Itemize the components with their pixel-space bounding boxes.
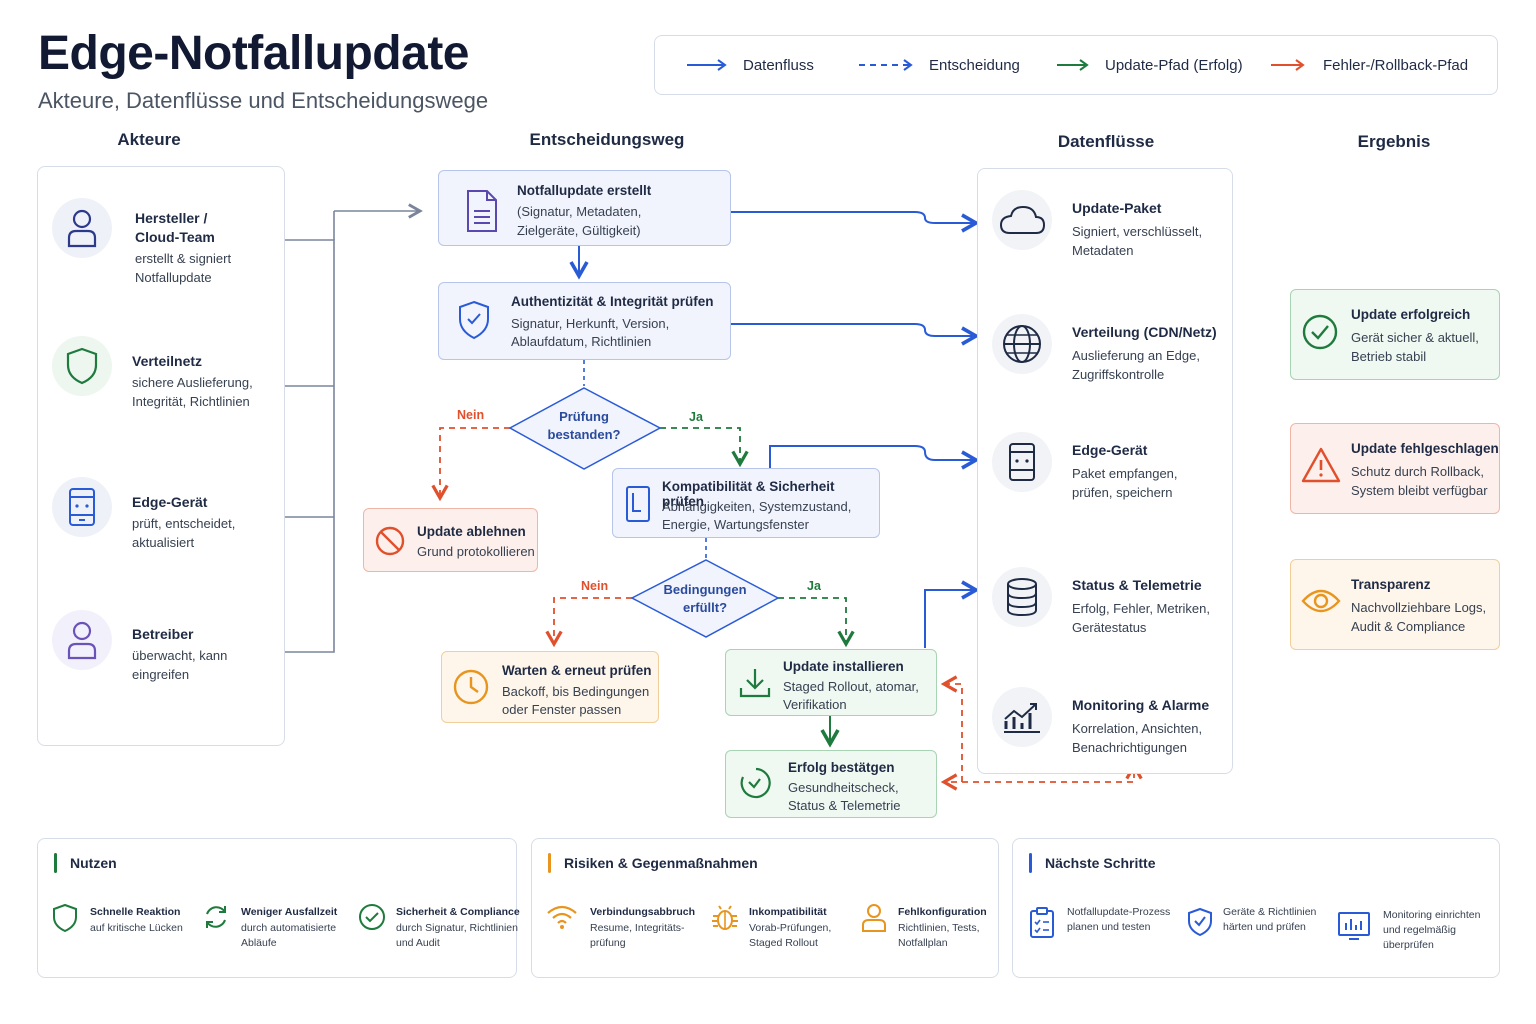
bug-icon bbox=[712, 905, 738, 930]
legend: Datenfluss Entscheidung Update-Pfad (Erf… bbox=[654, 35, 1498, 95]
arrow-dashed-blue-icon bbox=[859, 59, 913, 71]
step-install-update: Update installieren Staged Rollout, atom… bbox=[725, 649, 937, 716]
legend-label: Datenfluss bbox=[743, 56, 814, 74]
gauge-check-icon bbox=[740, 767, 771, 799]
column-heading-dataflows: Datenflüsse bbox=[1057, 132, 1155, 151]
globe-icon bbox=[992, 314, 1052, 374]
legend-item-dataflow: Datenfluss bbox=[685, 36, 814, 94]
page-subtitle: Akteure, Datenflüsse und Entscheidungswe… bbox=[38, 88, 489, 113]
refresh-icon bbox=[206, 906, 226, 928]
column-heading-actors: Akteure bbox=[117, 130, 181, 149]
shield-check-icon bbox=[459, 300, 489, 340]
operator-icon bbox=[52, 610, 112, 670]
clipboard-icon bbox=[1030, 907, 1054, 938]
cloud-icon bbox=[992, 190, 1052, 250]
monitor-chart-icon bbox=[1338, 912, 1370, 940]
arrow-solid-red-icon bbox=[1271, 59, 1305, 71]
next-steps-card: Nächste Schritte Notfallupdate-Prozess p… bbox=[1012, 838, 1500, 978]
check-circle-icon bbox=[1302, 314, 1338, 350]
legend-item-rollback: Fehler-/Rollback-Pfad bbox=[1269, 36, 1468, 94]
download-icon bbox=[739, 669, 771, 698]
shield-icon bbox=[53, 903, 77, 933]
arrow-solid-blue-icon bbox=[687, 59, 727, 71]
label-yes: Ja bbox=[807, 579, 821, 593]
database-icon bbox=[992, 567, 1052, 627]
warning-icon bbox=[1301, 447, 1341, 483]
legend-item-decision: Entscheidung bbox=[857, 36, 1020, 94]
wifi-icon bbox=[547, 905, 577, 929]
step-authenticity-check: Authentizität & Integrität prüfen Signat… bbox=[438, 282, 731, 360]
edge-device-icon bbox=[992, 432, 1052, 492]
result-success: Update erfolgreich Gerät sicher & aktuel… bbox=[1290, 289, 1500, 380]
shield-icon bbox=[52, 336, 112, 396]
step-reject-update: Update ablehnen Grund protokollieren bbox=[363, 508, 538, 572]
legend-item-success: Update-Pfad (Erfolg) bbox=[1055, 36, 1243, 94]
decision-conditions-met: Bedingungen erfüllt? bbox=[663, 582, 747, 615]
device-frame-icon bbox=[626, 486, 650, 522]
user-icon bbox=[862, 904, 886, 932]
user-icon bbox=[52, 198, 112, 258]
step-confirm-success: Erfolg bestätgen Gesundheitscheck, Statu… bbox=[725, 750, 937, 818]
label-no: Nein bbox=[457, 408, 485, 422]
benefits-card: Nutzen Schnelle Reaktion auf kritische L… bbox=[37, 838, 520, 978]
chart-icon bbox=[992, 687, 1052, 747]
shield-check-icon bbox=[1188, 907, 1212, 937]
document-icon bbox=[467, 190, 497, 232]
page-title: Edge-Notfallupdate bbox=[38, 27, 470, 80]
step-compatibility-check: Kompatibilität & Sicherheit prüfen Abhän… bbox=[612, 468, 880, 538]
step-update-created: Notfallupdate erstellt (Signatur, Metada… bbox=[438, 170, 731, 246]
check-circle-icon bbox=[359, 904, 385, 930]
legend-label: Update-Pfad (Erfolg) bbox=[1105, 56, 1243, 74]
legend-label: Fehler-/Rollback-Pfad bbox=[1323, 56, 1469, 74]
prohibited-icon bbox=[375, 526, 405, 556]
result-failed: Update fehlgeschlagen Schutz durch Rollb… bbox=[1290, 423, 1500, 514]
label-yes: Ja bbox=[689, 410, 703, 424]
eye-icon bbox=[1301, 589, 1341, 613]
label-no: Nein bbox=[581, 579, 609, 593]
risks-card: Risiken & Gegenmaßnahmen Verbindungsabbr… bbox=[531, 838, 999, 978]
column-heading-result: Ergebnis bbox=[1357, 132, 1431, 151]
column-heading-decision: Entscheidungsweg bbox=[529, 130, 685, 149]
result-transparency: Transparenz Nachvollziehbare Logs, Audit… bbox=[1290, 559, 1500, 650]
decision-check-passed: Prüfung bestanden? bbox=[547, 409, 621, 442]
legend-label: Entscheidung bbox=[929, 56, 1020, 74]
step-wait-retry: Warten & erneut prüfen Backoff, bis Bedi… bbox=[441, 651, 659, 723]
device-icon bbox=[52, 477, 112, 537]
arrow-solid-green-icon bbox=[1057, 59, 1089, 71]
clock-icon bbox=[453, 669, 489, 705]
